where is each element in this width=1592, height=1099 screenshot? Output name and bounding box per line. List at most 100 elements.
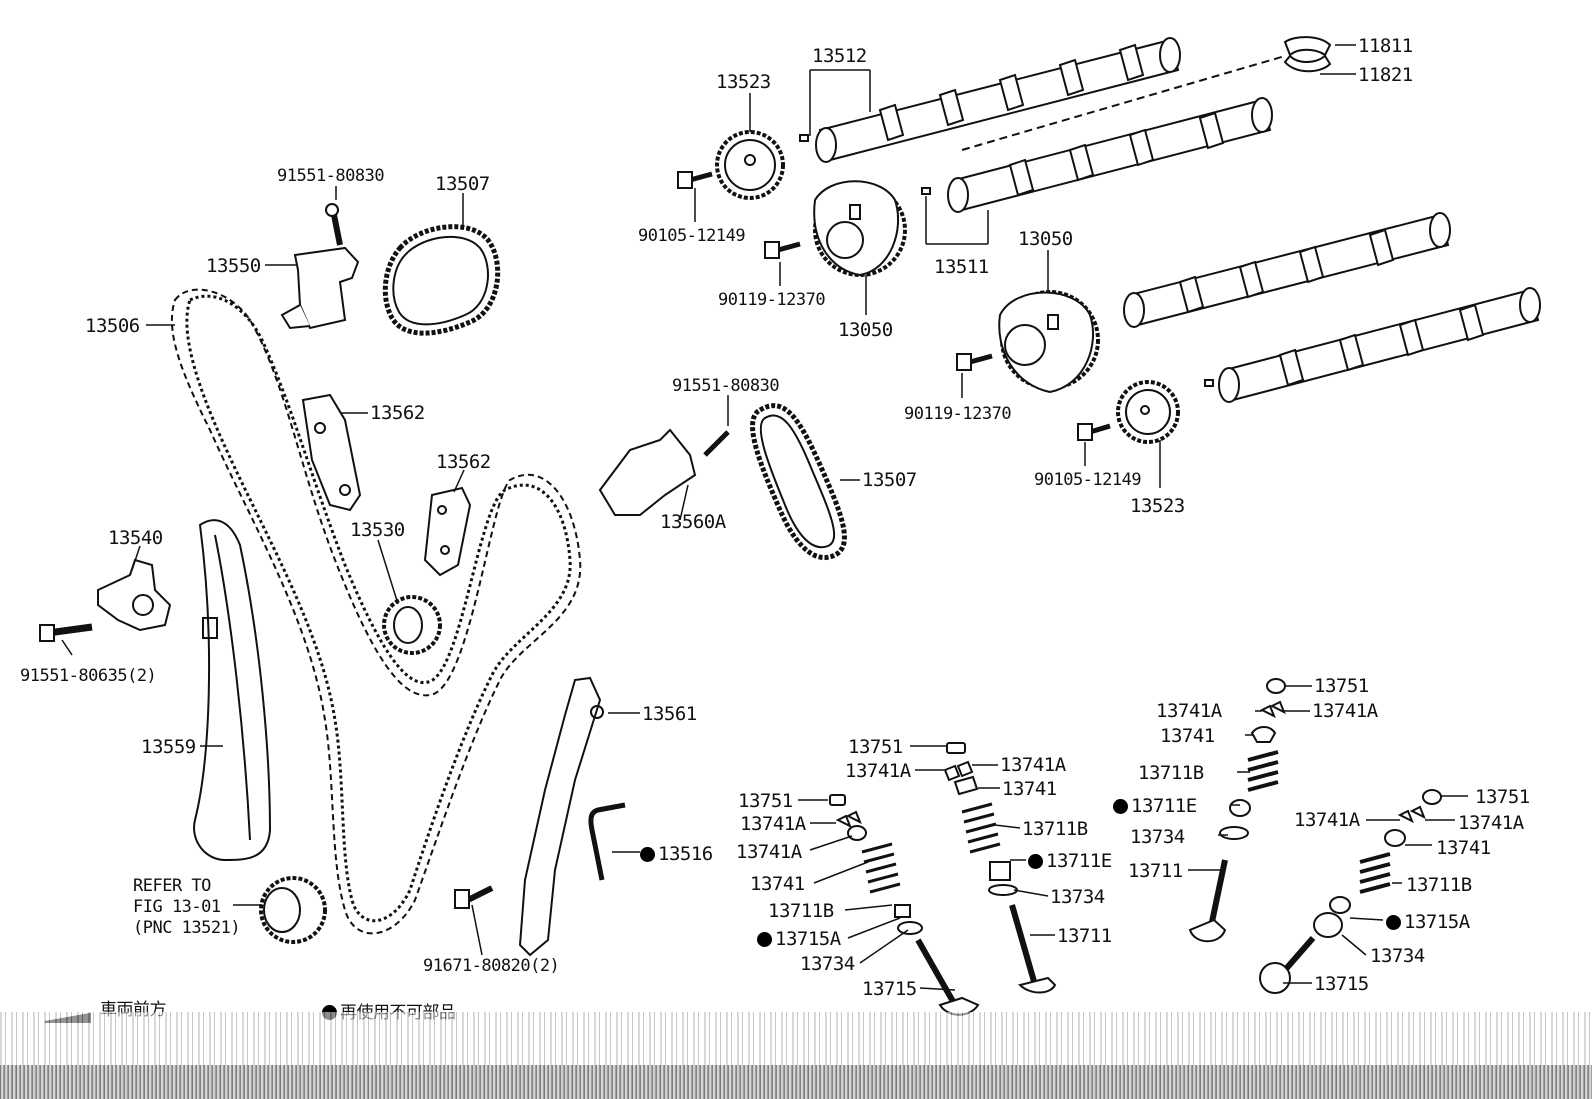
label-90119-12370-b: 90119-12370 (904, 404, 1012, 424)
sprocket-13530 (382, 595, 442, 655)
label-13507-b: 13507 (862, 469, 917, 491)
label-13741A-d: 13741A (1000, 754, 1066, 776)
label-13559: 13559 (141, 736, 196, 758)
label-13715A-b: 13715A (1386, 912, 1470, 932)
secondary-chain-13507-right (750, 403, 847, 561)
label-13562-b: 13562 (436, 451, 491, 473)
label-13741-b: 13741 (1002, 778, 1057, 800)
label-13741A-e: 13741A (740, 813, 806, 835)
bolt-91671 (454, 885, 494, 909)
bolt-90119-top (764, 241, 801, 259)
label-13734-d: 13734 (1370, 945, 1425, 967)
chain-guide-13562-b (423, 486, 472, 577)
vvt-actuator-13050-top (813, 180, 907, 277)
tensioner-13550 (280, 203, 360, 330)
camshaft-13511 (921, 97, 1273, 213)
valve-assembly-3 (829, 794, 980, 1016)
label-13741-a: 13741 (1160, 725, 1215, 747)
label-13741A-g: 13741A (1294, 809, 1360, 831)
label-13562-a: 13562 (370, 402, 425, 424)
non-reusable-dot (1386, 915, 1401, 930)
label-11811: 11811 (1358, 35, 1413, 57)
label-11821: 11821 (1358, 64, 1413, 86)
bolt-90105-top (677, 171, 713, 189)
label-13711E-a: 13711E (1113, 796, 1197, 816)
label-13561: 13561 (642, 703, 697, 725)
camshaft-lower-b (1204, 287, 1541, 403)
label-91551-80635: 91551-80635(2) (20, 666, 157, 686)
label-90105-12149-b: 90105-12149 (1034, 470, 1142, 490)
valve-assembly-4 (1259, 789, 1442, 994)
label-91671-80820: 91671-80820(2) (423, 956, 560, 976)
camshaft-13512 (799, 37, 1181, 163)
label-91551-80830-b: 91551-80830 (672, 376, 780, 396)
bolt-90119-bottom (956, 353, 993, 371)
label-13512: 13512 (812, 45, 867, 67)
label-13715-a: 13715 (862, 978, 917, 1000)
label-13715-b: 13715 (1314, 973, 1369, 995)
non-reusable-dot (1113, 799, 1128, 814)
label-13751-d: 13751 (1475, 786, 1530, 808)
label-13516: 13516 (640, 844, 713, 864)
label-refer-1: REFER TO (133, 876, 211, 896)
secondary-chain-13507-top (382, 224, 501, 336)
tensioner-13540 (39, 558, 172, 642)
label-13711B-a: 13711B (1138, 762, 1204, 784)
label-13050-b: 13050 (1018, 228, 1073, 250)
non-reusable-dot (640, 847, 655, 862)
label-13711B-d: 13711B (1406, 874, 1472, 896)
tensioner-13560A (598, 428, 730, 516)
scan-noise-strip (0, 1065, 1592, 1099)
label-90119-12370-a: 90119-12370 (718, 290, 826, 310)
label-13711B-c: 13711B (768, 900, 834, 922)
valve-assembly-1 (943, 742, 1057, 994)
sprocket-13523-top (715, 130, 785, 200)
valve-assembly-2 (1188, 678, 1286, 943)
label-91551-80830-a: 91551-80830 (277, 166, 385, 186)
label-13741A-f: 13741A (736, 841, 802, 863)
label-13560A: 13560A (660, 511, 726, 533)
label-13511: 13511 (934, 256, 989, 278)
label-13741A-a: 13741A (1156, 700, 1222, 722)
non-reusable-dot (1028, 854, 1043, 869)
camshaft-lower-a (1123, 212, 1451, 328)
chain-guide-13559 (193, 519, 272, 862)
label-13751-b: 13751 (848, 736, 903, 758)
label-13734-c: 13734 (800, 953, 855, 975)
label-13523-b: 13523 (1130, 495, 1185, 517)
leader-lines (61, 44, 1468, 991)
label-13711-b: 13711 (1057, 925, 1112, 947)
label-13751-c: 13751 (738, 790, 793, 812)
label-13050-a: 13050 (838, 319, 893, 341)
label-13540: 13540 (108, 527, 163, 549)
label-13734-b: 13734 (1050, 886, 1105, 908)
label-13741-c: 13741 (750, 873, 805, 895)
label-refer-2: FIG 13-01 (133, 897, 221, 917)
label-refer-3: (PNC 13521) (133, 918, 241, 938)
main-timing-chain (171, 288, 582, 935)
label-13715A-a: 13715A (757, 929, 841, 949)
bolt-90105-bottom (1077, 423, 1111, 441)
label-90105-12149-a: 90105-12149 (638, 226, 746, 246)
label-13523-a: 13523 (716, 71, 771, 93)
sprocket-13523-bottom (1116, 380, 1180, 444)
label-13711B-b: 13711B (1022, 818, 1088, 840)
chain-guide-13562-a (301, 393, 362, 512)
crank-sprocket (259, 876, 327, 944)
non-reusable-dot (757, 932, 772, 947)
label-13734-a: 13734 (1130, 826, 1185, 848)
label-13550: 13550 (206, 255, 261, 277)
label-13741A-c: 13741A (845, 760, 911, 782)
label-13741A-b: 13741A (1312, 700, 1378, 722)
label-13711-a: 13711 (1128, 860, 1183, 882)
bearing-11811 (1283, 36, 1332, 73)
label-13530: 13530 (350, 519, 405, 541)
label-13741-d: 13741 (1436, 837, 1491, 859)
label-13507-a: 13507 (435, 173, 490, 195)
vvt-actuator-13050-bottom (998, 290, 1100, 394)
label-13506: 13506 (85, 315, 140, 337)
oil-pipe-13516 (588, 802, 626, 881)
label-13711E-b: 13711E (1028, 851, 1112, 871)
chain-guide-13561 (518, 676, 604, 957)
